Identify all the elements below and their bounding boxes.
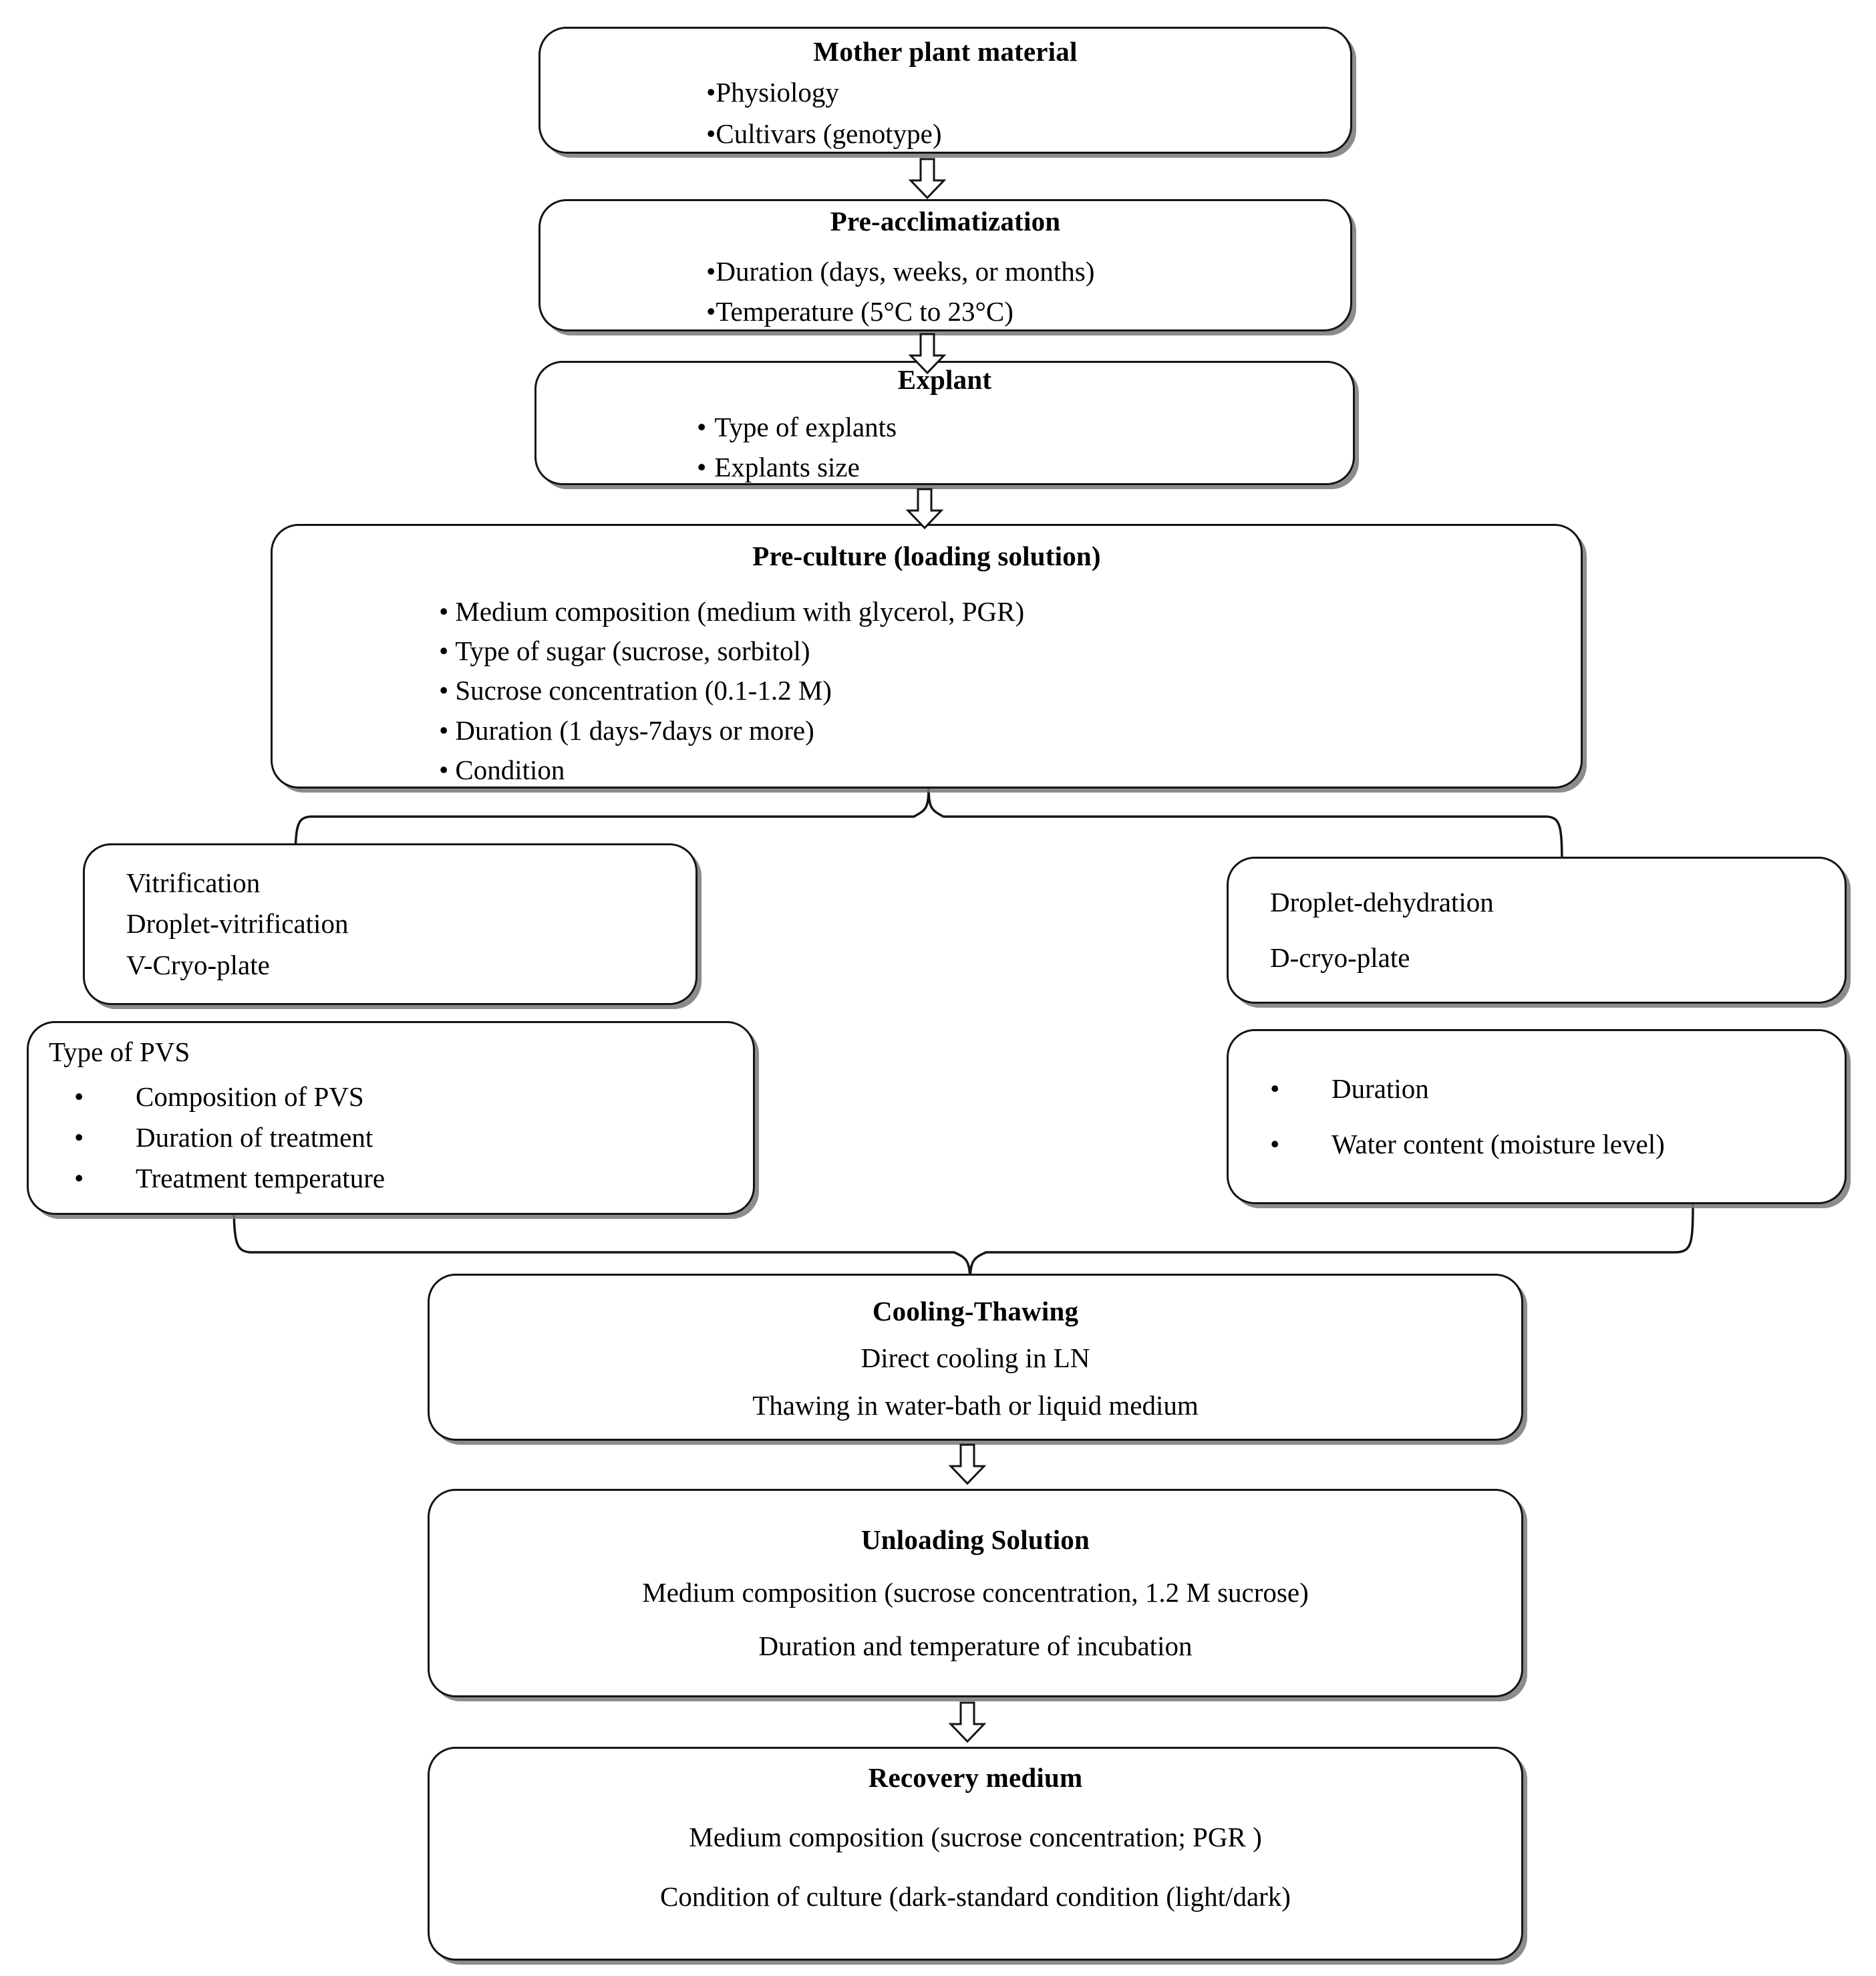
list-item-label: Duration bbox=[1332, 1073, 1429, 1104]
list-item-label: Treatment temperature bbox=[136, 1163, 385, 1194]
bullet-icon: • bbox=[74, 1081, 84, 1113]
node-heading: Pre-culture (loading solution) bbox=[752, 541, 1101, 571]
list-item-label: Physiology bbox=[716, 77, 839, 108]
down-arrow-icon bbox=[909, 158, 946, 199]
bullet-icon: • bbox=[697, 451, 707, 482]
bullet-icon: • bbox=[74, 1122, 84, 1153]
body-line: Direct cooling in LN bbox=[861, 1343, 1090, 1374]
list-item-label: Medium composition (medium with glycerol… bbox=[455, 596, 1025, 627]
node-dehydration-parameters: • Duration • Water content (moisture lev… bbox=[1227, 1029, 1847, 1204]
node-heading: Unloading Solution bbox=[861, 1524, 1090, 1556]
list-item: • Physiology bbox=[706, 77, 1350, 108]
bullet-icon: • bbox=[1270, 1129, 1280, 1159]
list-item-label: Water content (moisture level) bbox=[1332, 1129, 1665, 1159]
body-line: Medium composition (sucrose concentratio… bbox=[689, 1822, 1262, 1853]
list-item: • Duration of treatment bbox=[74, 1122, 753, 1153]
list-item: • Duration bbox=[1270, 1073, 1845, 1105]
node-recovery-medium: Recovery medium Medium composition (sucr… bbox=[428, 1747, 1523, 1961]
list-item: • Cultivars (genotype) bbox=[706, 118, 1350, 150]
node-dehydration-methods: Droplet-dehydration D-cryo-plate bbox=[1227, 857, 1847, 1004]
body-line: Medium composition (sucrose concentratio… bbox=[642, 1577, 1309, 1608]
down-arrow-icon bbox=[949, 1443, 986, 1485]
bullet-icon: • bbox=[74, 1163, 84, 1194]
list-item: V-Cryo-plate bbox=[126, 949, 270, 980]
list-item: • Type of explants bbox=[697, 412, 1353, 443]
list-item: • Duration (1 days-7days or more) bbox=[439, 715, 1581, 746]
bullet-icon: • bbox=[439, 636, 449, 667]
bullet-icon: • bbox=[439, 596, 449, 627]
list-item: • Medium composition (medium with glycer… bbox=[439, 596, 1581, 627]
list-item: Droplet-dehydration bbox=[1270, 886, 1494, 918]
node-vitrification-methods: Vitrification Droplet-vitrification V-Cr… bbox=[83, 843, 697, 1005]
body-line: Condition of culture (dark-standard cond… bbox=[660, 1881, 1291, 1913]
down-arrow-icon bbox=[949, 1701, 986, 1743]
list-item-label: Type of sugar (sucrose, sorbitol) bbox=[455, 636, 810, 667]
list-item-label: Temperature (5°C to 23°C) bbox=[716, 295, 1013, 327]
node-unloading-solution: Unloading Solution Medium composition (s… bbox=[428, 1489, 1523, 1697]
list-item-label: Duration of treatment bbox=[136, 1122, 373, 1153]
node-cooling-thawing: Cooling-Thawing Direct cooling in LN Tha… bbox=[428, 1274, 1523, 1441]
down-arrow-icon bbox=[909, 333, 946, 374]
node-pre-acclimatization: Pre-acclimatization • Duration (days, we… bbox=[538, 199, 1352, 331]
list-item-label: Cultivars (genotype) bbox=[716, 118, 942, 149]
bullet-icon: • bbox=[706, 118, 716, 149]
node-heading: Cooling-Thawing bbox=[872, 1295, 1079, 1326]
body-line: Thawing in water-bath or liquid medium bbox=[752, 1390, 1199, 1421]
list-item-label: Duration (days, weeks, or months) bbox=[716, 256, 1095, 287]
list-item: • Water content (moisture level) bbox=[1270, 1129, 1845, 1160]
list-item: • Explants size bbox=[697, 452, 1353, 483]
list-item-label: Explants size bbox=[714, 451, 860, 482]
node-heading: Explant bbox=[897, 364, 992, 396]
node-heading: Pre-acclimatization bbox=[830, 206, 1061, 237]
node-mother-plant-material: Mother plant material • Physiology • Cul… bbox=[538, 27, 1352, 154]
list-item: • Sucrose concentration (0.1-1.2 M) bbox=[439, 675, 1581, 706]
node-heading: Recovery medium bbox=[868, 1762, 1083, 1793]
list-item: Vitrification bbox=[126, 867, 261, 899]
node-heading: Type of PVS bbox=[49, 1036, 190, 1067]
list-item-label: Condition bbox=[455, 754, 565, 785]
bullet-icon: • bbox=[439, 754, 449, 785]
list-item: • Composition of PVS bbox=[74, 1081, 753, 1113]
bullet-icon: • bbox=[706, 77, 716, 108]
bullet-icon: • bbox=[706, 256, 716, 287]
node-heading: Mother plant material bbox=[813, 36, 1078, 67]
bullet-icon: • bbox=[1270, 1073, 1280, 1104]
list-item: • Type of sugar (sucrose, sorbitol) bbox=[439, 636, 1581, 667]
list-item: • Temperature (5°C to 23°C) bbox=[706, 296, 1350, 327]
bullet-icon: • bbox=[706, 295, 716, 327]
list-item-label: Type of explants bbox=[714, 412, 897, 443]
list-item: • Treatment temperature bbox=[74, 1163, 753, 1194]
list-item-label: Sucrose concentration (0.1-1.2 M) bbox=[455, 675, 832, 706]
list-item-label: Duration (1 days-7days or more) bbox=[455, 714, 814, 746]
down-arrow-icon bbox=[906, 488, 943, 529]
list-item: • Duration (days, weeks, or months) bbox=[706, 256, 1350, 287]
list-item: Droplet-vitrification bbox=[126, 908, 349, 940]
bullet-icon: • bbox=[439, 714, 449, 746]
bullet-icon: • bbox=[697, 412, 707, 443]
node-pre-culture: Pre-culture (loading solution) • Medium … bbox=[271, 524, 1583, 789]
list-item: • Condition bbox=[439, 754, 1581, 786]
bullet-icon: • bbox=[439, 675, 449, 706]
node-type-of-pvs: Type of PVS • Composition of PVS • Durat… bbox=[27, 1021, 755, 1215]
body-line: Duration and temperature of incubation bbox=[758, 1630, 1193, 1661]
node-explant: Explant • Type of explants • Explants si… bbox=[534, 361, 1355, 485]
list-item-label: Composition of PVS bbox=[136, 1081, 364, 1113]
list-item: D-cryo-plate bbox=[1270, 942, 1410, 973]
